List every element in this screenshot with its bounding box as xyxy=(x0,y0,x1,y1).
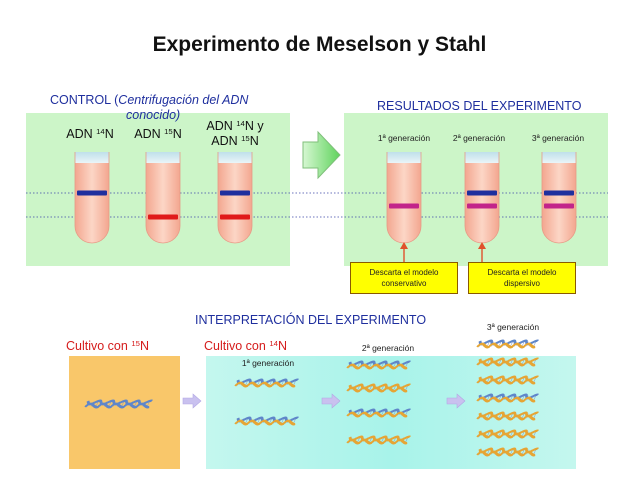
hybrid-dna-band xyxy=(389,203,419,209)
control-title-italic: Centrifugación del ADN xyxy=(118,93,249,107)
light-dna-band xyxy=(544,190,574,196)
results-title: RESULTADOS DEL EXPERIMENTO xyxy=(377,99,582,113)
tube-label-14n: ADN 14N xyxy=(66,126,114,141)
dna-gen2-c xyxy=(346,408,412,418)
results-arrow-icon xyxy=(302,130,341,180)
dna-gen3-4 xyxy=(476,393,540,403)
hybrid-dna-band xyxy=(467,203,497,209)
interp-gen1-label: 1ª generación xyxy=(241,358,295,368)
culture-15n-label: Cultivo con 15N xyxy=(66,338,149,353)
dna-gen3-5 xyxy=(476,411,540,421)
dna-gen2-b xyxy=(346,383,412,393)
culture-14n-label: Cultivo con 14N xyxy=(204,338,287,353)
tube-result-gen3 xyxy=(541,152,577,244)
callout-arrow-1 xyxy=(400,242,408,262)
tube-label-mixed: ADN 14N y ADN 15N xyxy=(206,118,264,148)
control-title: CONTROL (Centrifugación del ADN conocido… xyxy=(50,93,290,123)
results-gen3-label: 3ª generación xyxy=(531,133,585,143)
interp-gen2-label: 2ª generación xyxy=(361,343,415,353)
tube-control-mixed xyxy=(217,152,253,244)
hybrid-dna-band xyxy=(544,203,574,209)
dna-gen2-d xyxy=(346,435,412,445)
generation-arrow-icon xyxy=(321,393,341,409)
page-title: Experimento de Meselson y Stahl xyxy=(152,33,487,56)
culture-15n-panel xyxy=(69,356,180,469)
light-dna-band xyxy=(77,190,107,196)
dna-gen2-a xyxy=(346,360,412,370)
dna-parent-15n xyxy=(84,399,154,409)
generation-arrow-icon xyxy=(182,393,202,409)
results-gen1-label: 1ª generación xyxy=(377,133,431,143)
dna-gen3-3 xyxy=(476,375,540,385)
tube-label-15n: ADN 15N xyxy=(134,126,182,141)
light-dna-band xyxy=(467,190,497,196)
interp-gen3-label: 3ª generación xyxy=(486,322,540,332)
control-title-prefix: CONTROL ( xyxy=(50,93,119,107)
dna-gen1-b xyxy=(234,416,300,426)
dna-gen3-6 xyxy=(476,429,540,439)
callout-arrow-2 xyxy=(478,242,486,262)
dna-gen3-1 xyxy=(476,339,540,349)
heavy-dna-band xyxy=(220,214,250,220)
generation-arrow-icon xyxy=(446,393,466,409)
light-dna-band xyxy=(220,190,250,196)
dna-gen3-2 xyxy=(476,357,540,367)
results-gen2-label: 2ª generación xyxy=(452,133,506,143)
dna-gen3-7 xyxy=(476,447,540,457)
control-title-italic-2: conocido) xyxy=(126,108,181,122)
heavy-dna-band xyxy=(148,214,178,220)
tube-control-14n xyxy=(74,152,110,244)
dna-gen1-a xyxy=(234,378,300,388)
tube-control-15n xyxy=(145,152,181,244)
interpretation-title: INTERPRETACIÓN DEL EXPERIMENTO xyxy=(195,313,427,327)
